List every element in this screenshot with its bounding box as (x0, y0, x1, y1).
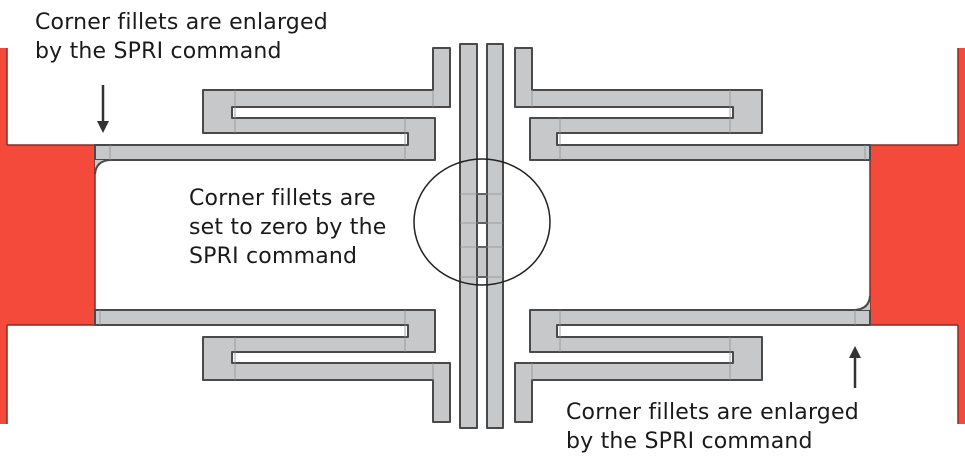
annotation-line: Corner fillets are enlarged (566, 400, 859, 425)
annotation-line: Corner fillets are (189, 186, 376, 211)
annotation-line: set to zero by the (189, 215, 387, 240)
spring-top-left (94, 47, 451, 175)
right-anchor (869, 48, 965, 424)
annotation-line: by the SPRI command (566, 429, 813, 454)
annotation-line: SPRI command (189, 244, 358, 269)
annotation-line: Corner fillets are enlarged (35, 10, 328, 35)
annotation-line: by the SPRI command (35, 39, 282, 64)
annotation-bottom-right: Corner fillets are enlarged by the SPRI … (566, 398, 859, 456)
annotation-top-left: Corner fillets are enlarged by the SPRI … (35, 8, 328, 66)
arrow-up-icon (849, 346, 861, 388)
highlight-circle (413, 158, 551, 286)
spring-top-right (514, 47, 871, 161)
annotation-center: Corner fillets are set to zero by the SP… (189, 184, 386, 271)
spring-bottom-right (514, 295, 871, 423)
arrow-down-icon (97, 85, 109, 133)
left-anchor (0, 48, 96, 424)
spring-bottom-left (94, 309, 451, 423)
central-shuttle (459, 43, 504, 429)
